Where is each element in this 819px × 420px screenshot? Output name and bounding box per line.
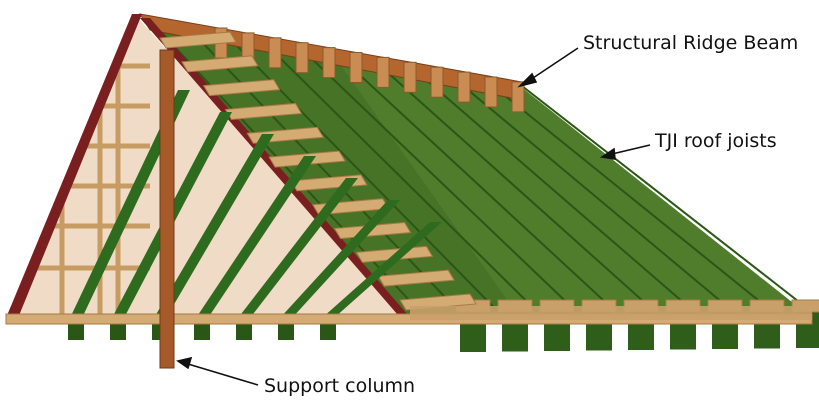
inner-joist bbox=[322, 222, 442, 318]
joist-line bbox=[298, 45, 578, 313]
joist-line bbox=[446, 72, 735, 313]
joist-line bbox=[484, 78, 774, 313]
outrigger bbox=[333, 222, 412, 240]
gable-framing bbox=[30, 62, 150, 318]
ridge-block bbox=[403, 61, 417, 93]
label-structural-ridge-beam: Structural Ridge Beam bbox=[583, 32, 799, 54]
outrigger bbox=[377, 269, 456, 287]
inner-joist bbox=[196, 156, 316, 318]
joist-line bbox=[372, 58, 656, 313]
ridge-block bbox=[457, 71, 471, 103]
joist-line bbox=[521, 85, 813, 313]
label-tji-roof-joists: TJI roof joists bbox=[655, 130, 777, 152]
inner-joist bbox=[238, 178, 358, 318]
ridge-block bbox=[511, 81, 525, 113]
inner-joist bbox=[280, 200, 400, 318]
label-support-column: Support column bbox=[264, 375, 416, 397]
joist-line bbox=[260, 39, 539, 313]
ridge-block bbox=[484, 76, 498, 108]
gable-rafter bbox=[6, 14, 142, 318]
ridge-block bbox=[295, 42, 309, 74]
inner-joist bbox=[154, 134, 274, 318]
leader-lines bbox=[176, 47, 651, 386]
ridge-block bbox=[268, 37, 282, 69]
ridge-block bbox=[430, 66, 444, 98]
support-column bbox=[159, 49, 175, 369]
joist-line bbox=[409, 65, 696, 313]
joist-line bbox=[186, 25, 460, 313]
ridge-block bbox=[376, 56, 390, 88]
outrigger bbox=[180, 55, 259, 73]
joist-line bbox=[335, 52, 617, 313]
ridge-block bbox=[322, 47, 336, 79]
ridge-block bbox=[349, 52, 363, 83]
eave-fascia bbox=[410, 306, 812, 320]
outrigger bbox=[202, 79, 281, 97]
outrigger bbox=[159, 31, 237, 49]
